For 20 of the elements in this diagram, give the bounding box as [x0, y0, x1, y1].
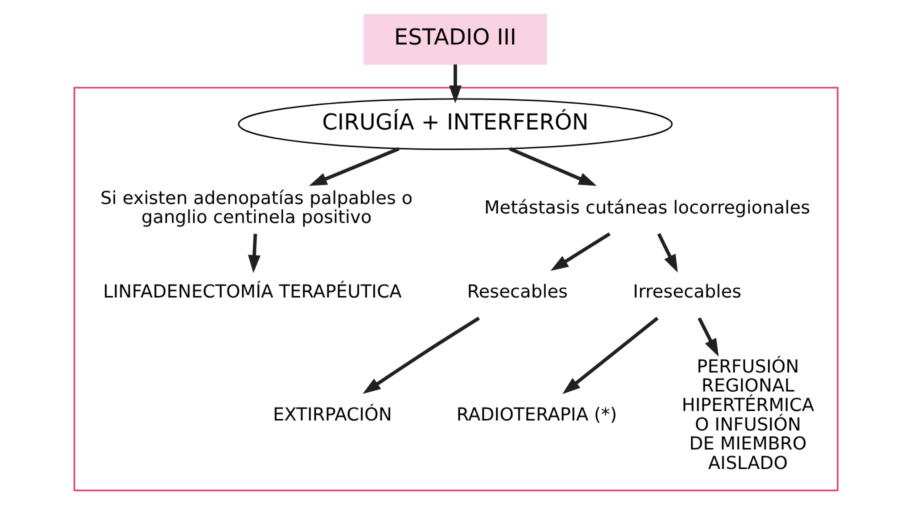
arrow [550, 232, 611, 270]
node-text: RADIOTERAPIA (*) [456, 404, 618, 426]
arrow [449, 64, 462, 103]
node-text: Irresecables [633, 281, 742, 302]
node-ellipse: CIRUGÍA + INTERFERÓN [238, 98, 673, 150]
node-box: ESTADIO III [364, 13, 548, 64]
node-text: EXTIRPACIÓN [272, 404, 392, 426]
arrow [509, 146, 597, 186]
node-text: Resecables [467, 281, 568, 302]
node-text: LINFADENECTOMÍA TERAPÉUTICA [103, 281, 402, 302]
arrow [562, 316, 659, 394]
arrow [698, 316, 719, 356]
cluster [74, 86, 838, 491]
node-text: Si existen adenopatías palpables o ganglio centinela positivo [100, 187, 413, 228]
arrow [362, 316, 480, 394]
node-text: Metástasis cutáneas locorregionales [484, 197, 810, 218]
node-text: PERFUSIÓN REGIONAL HIPERTÉRMICA O INFUSIÓN DE MIEMBRO AISLADO [682, 356, 814, 474]
arrow [657, 232, 678, 272]
arrow [308, 146, 400, 186]
arrow [248, 233, 261, 273]
